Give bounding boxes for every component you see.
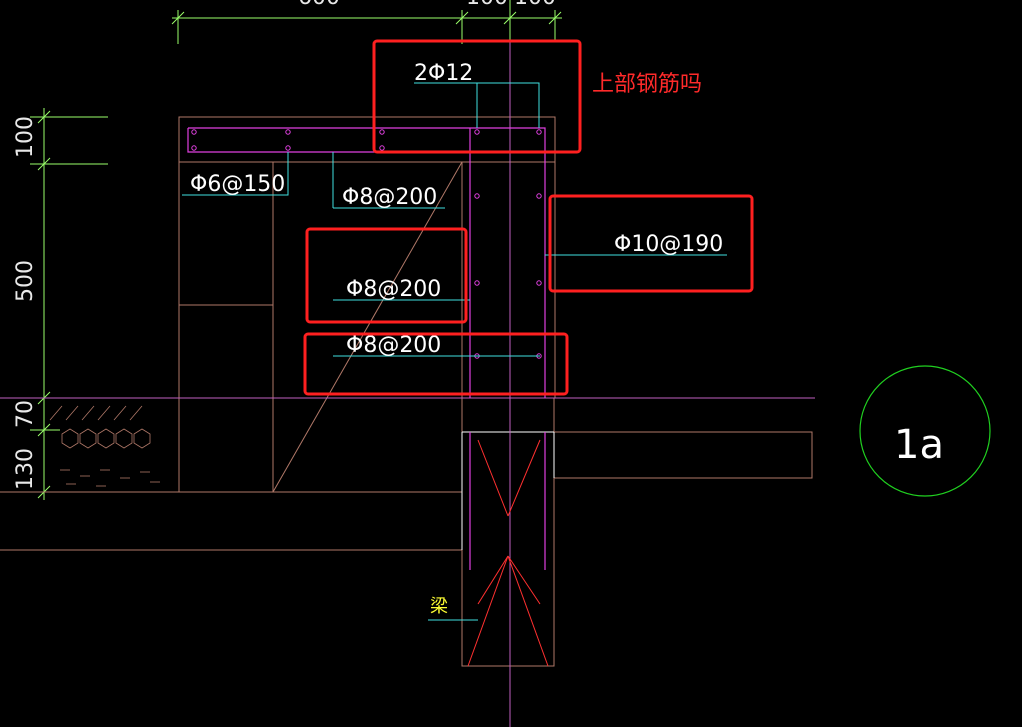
label-top-rebar: 2Φ12 <box>414 61 473 86</box>
axis-lines <box>0 40 815 727</box>
label-beam: 梁 <box>430 596 448 617</box>
dim-left-1: 100 <box>13 116 38 158</box>
top-dimension-lines <box>171 0 562 44</box>
section-tag-circle <box>859 365 991 497</box>
highlight-boxes <box>303 39 754 396</box>
column-cross-marks <box>467 439 549 667</box>
question-annotation: 上部钢筋吗 <box>592 72 702 97</box>
highlight-box-wall-rebar <box>305 227 468 324</box>
dim-left-3: 70 <box>13 400 38 428</box>
label-wall-rebar-boxed: Φ8@200 <box>346 277 441 302</box>
column-edge <box>461 431 555 550</box>
dim-top-overall: 600 <box>298 0 340 10</box>
dim-top-mid: 100 <box>466 0 508 10</box>
label-wall-vertical: Φ10@190 <box>614 232 723 257</box>
label-bottom-rebar: Φ8@200 <box>346 333 441 358</box>
dim-left-2: 500 <box>13 260 38 302</box>
label-stirrup-left: Φ6@150 <box>190 172 285 197</box>
dim-top-right: 100 <box>514 0 556 10</box>
highlight-box-bottom-rebar <box>303 332 569 396</box>
label-slab-rebar: Φ8@200 <box>342 185 437 210</box>
highlight-box-wall-vertical <box>548 194 754 293</box>
section-tag-label: 1a <box>894 422 944 468</box>
highlight-box-top-rebar <box>372 39 582 154</box>
rebar-lines <box>187 127 546 570</box>
leader-lines <box>182 82 727 621</box>
dim-left-4: 130 <box>13 448 38 490</box>
rebar-dots <box>191 129 542 359</box>
